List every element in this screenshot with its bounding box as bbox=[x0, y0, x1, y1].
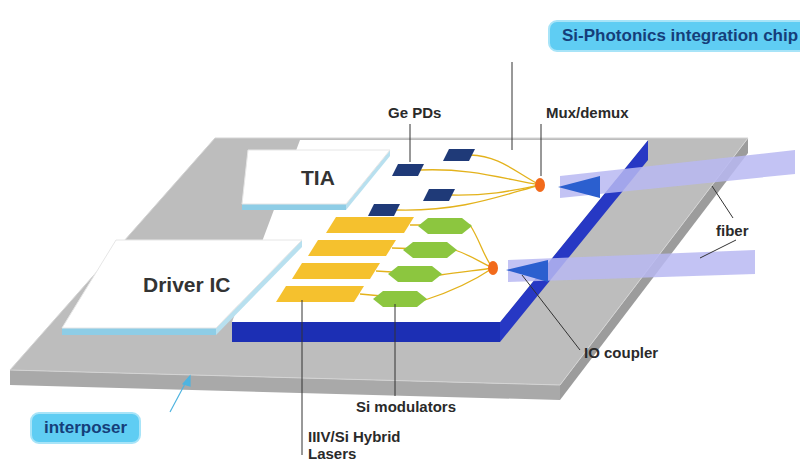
io-taper bbox=[506, 260, 548, 282]
component-label: Mux/demux bbox=[546, 104, 629, 121]
ic-chip: Driver IC bbox=[58, 236, 308, 338]
component-label: fiber bbox=[716, 222, 749, 239]
component-label: Si modulators bbox=[356, 398, 456, 415]
hybrid-lasers bbox=[276, 217, 414, 302]
callout-text: Si-Photonics integration chip bbox=[562, 26, 798, 46]
mux-demux-dot bbox=[488, 261, 498, 275]
chip-label: Driver IC bbox=[143, 273, 231, 297]
callout-pill: interposer bbox=[30, 412, 141, 444]
component-label: IIIV/Si Hybrid Lasers bbox=[308, 428, 428, 463]
component-label: IO coupler bbox=[584, 344, 658, 361]
chip-front bbox=[232, 322, 500, 342]
io-taper bbox=[558, 176, 600, 198]
chip-label: TIA bbox=[301, 166, 335, 190]
leader-lines bbox=[302, 62, 736, 455]
si-modulators bbox=[373, 218, 472, 307]
component-label: Ge PDs bbox=[388, 104, 441, 121]
mux-demux-dot bbox=[535, 178, 545, 192]
ic-chip: TIA bbox=[236, 148, 392, 212]
interposer-arrow bbox=[170, 376, 190, 412]
callout-pill: Si-Photonics integration chip bbox=[548, 20, 800, 52]
chip-top bbox=[232, 140, 648, 322]
callout-text: interposer bbox=[44, 418, 127, 438]
